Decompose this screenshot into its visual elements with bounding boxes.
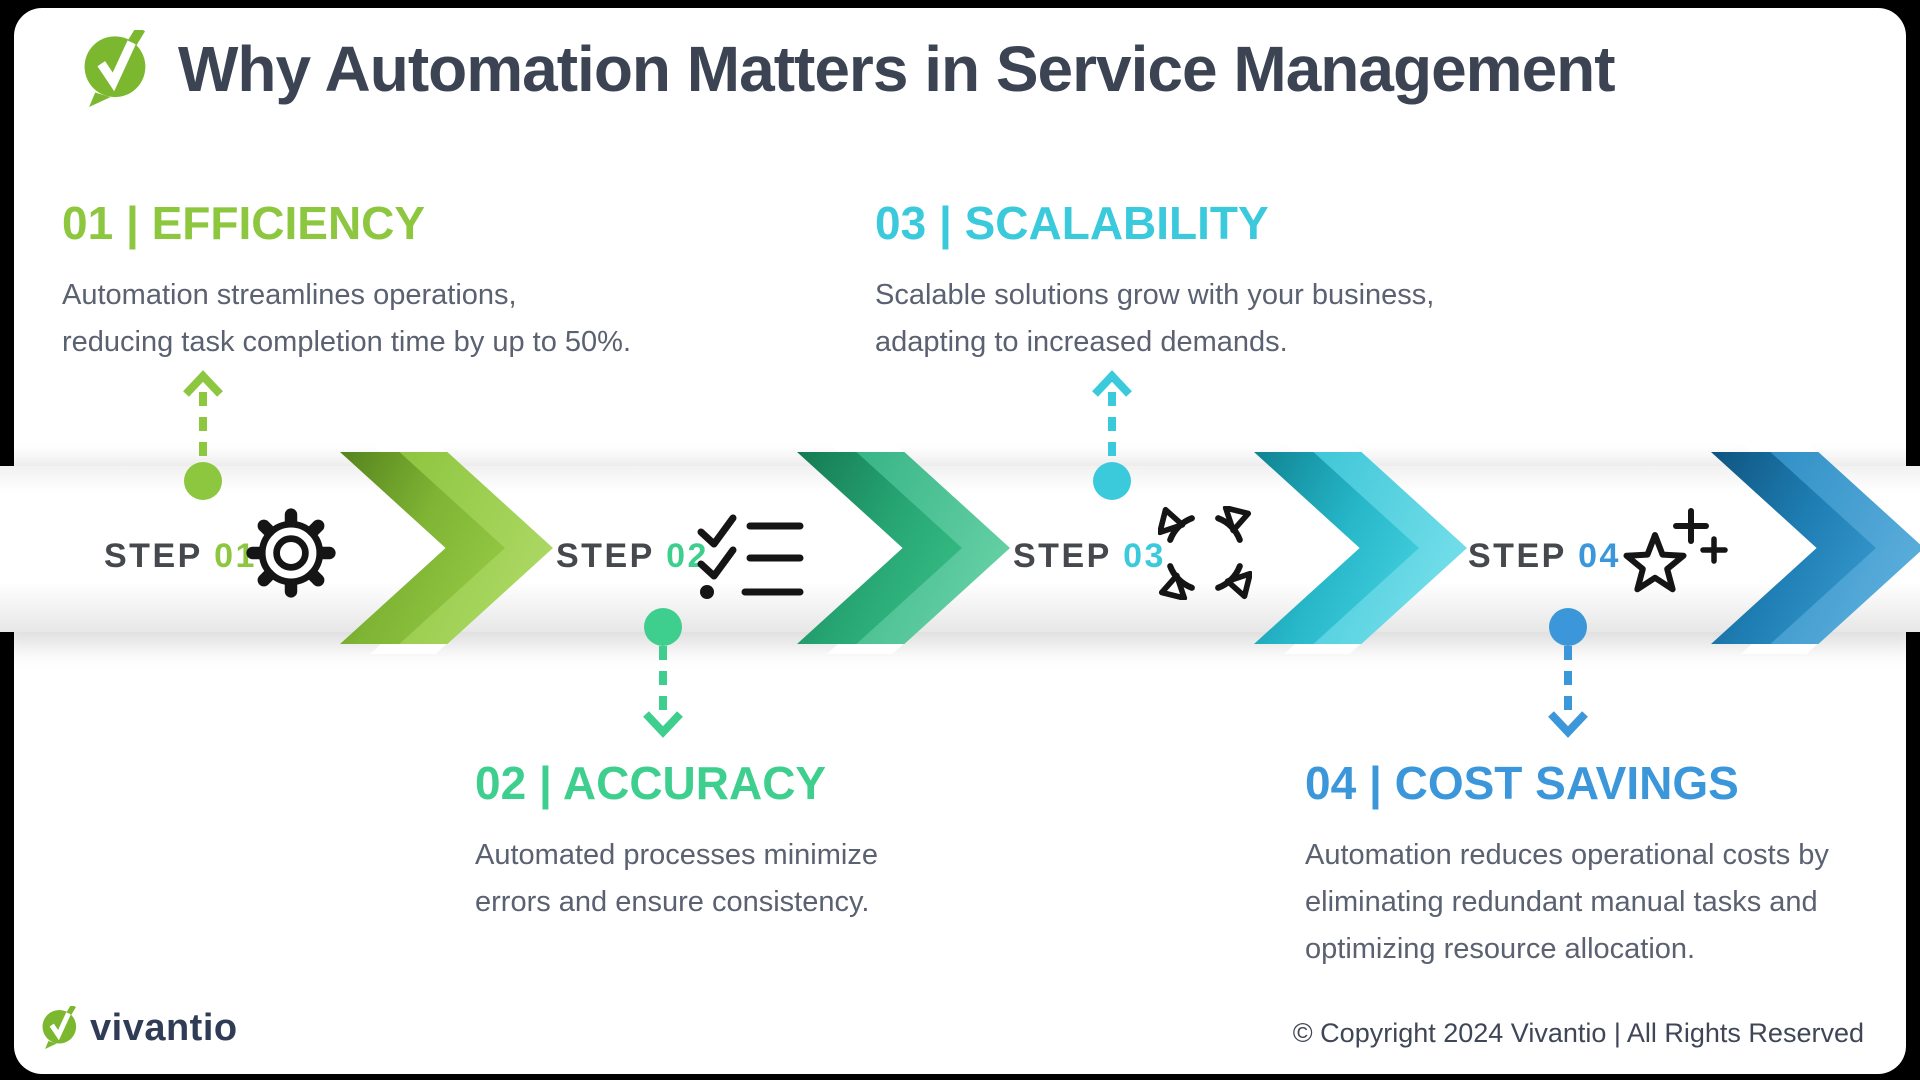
section-cost-savings-heading: 04 | COST SAVINGS (1305, 757, 1739, 809)
connector-arrow-up-step3 (1092, 370, 1132, 500)
connector-arrow-up-step1 (183, 370, 223, 500)
chevron-arrow-step4 (1711, 442, 1920, 654)
vivantio-logo-icon (84, 30, 146, 107)
section-accuracy: 02 | ACCURACY Automated processes minimi… (475, 756, 878, 926)
header: Why Automation Matters in Service Manage… (80, 30, 1616, 108)
page-title: Why Automation Matters in Service Manage… (178, 33, 1616, 105)
section-accuracy-heading: 02 | ACCURACY (475, 757, 827, 809)
chevron-arrow-step3 (1254, 442, 1494, 654)
star-plus-icon (1623, 508, 1728, 593)
copyright-text: © Copyright 2024 Vivantio | All Rights R… (1292, 1018, 1864, 1048)
section-cost-savings: 04 | COST SAVINGS Automation reduces ope… (1305, 756, 1829, 973)
step-1-label: STEP 01 (104, 539, 257, 573)
section-efficiency-body: Automation streamlines operations, reduc… (62, 279, 632, 358)
cycle-arrows-icon (1158, 506, 1252, 600)
chevron-front (1254, 452, 1419, 644)
step-number: 03 (1123, 537, 1166, 575)
connector-arrow-down-step2 (643, 608, 683, 738)
gear-icon (246, 508, 336, 598)
brand-name: vivantio (90, 1006, 238, 1049)
chevron-arrow-step2 (797, 442, 1037, 654)
step-word: STEP (1468, 537, 1567, 575)
vivantio-logo-icon (42, 1006, 77, 1049)
section-efficiency: 01 | EFFICIENCY Automation streamlines o… (62, 196, 631, 366)
checklist-icon (697, 514, 804, 599)
section-cost-savings-body: Automation reduces operational costs by … (1305, 839, 1829, 965)
chevron-arrow-step1 (340, 442, 580, 654)
section-scalability-heading: 03 | SCALABILITY (875, 197, 1269, 249)
chevron-front (797, 452, 962, 644)
section-scalability: 03 | SCALABILITY Scalable solutions grow… (875, 196, 1434, 366)
step-2-label: STEP 02 (556, 539, 709, 573)
step-word: STEP (104, 537, 203, 575)
step-word: STEP (556, 537, 655, 575)
step-4-label: STEP 04 (1468, 539, 1621, 573)
section-scalability-body: Scalable solutions grow with your busine… (875, 279, 1435, 358)
section-efficiency-heading: 01 | EFFICIENCY (62, 197, 426, 249)
step-3-label: STEP 03 (1013, 539, 1166, 573)
connector-arrow-down-step4 (1548, 608, 1588, 738)
chevron-front (340, 452, 505, 644)
step-word: STEP (1013, 537, 1112, 575)
section-accuracy-body: Automated processes minimize errors and … (475, 839, 878, 918)
step-number: 04 (1578, 537, 1621, 575)
chevron-front (1711, 452, 1876, 644)
footer-brand: vivantio (40, 1006, 238, 1050)
